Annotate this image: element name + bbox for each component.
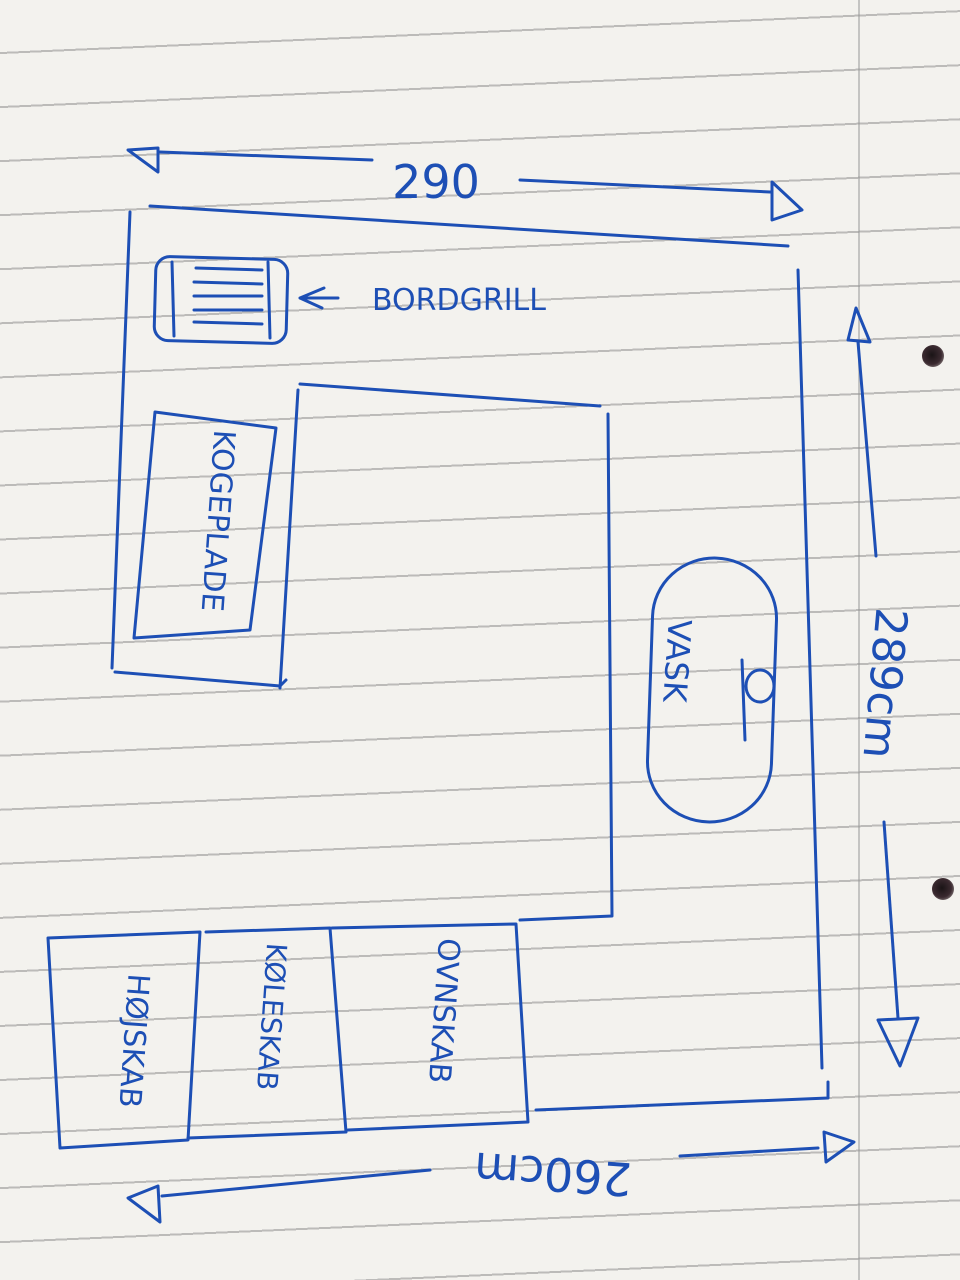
bottom-dimension-line-left	[160, 1168, 432, 1198]
koleskab-label: KØLESKAB	[250, 942, 293, 1092]
vask-label: VASK	[655, 618, 699, 704]
bordgrill-outline	[152, 255, 290, 345]
binder-hole-bottom	[932, 878, 954, 900]
hojskab-outline	[46, 930, 202, 1150]
bottom-left-arrowhead	[126, 1184, 162, 1224]
ovnskab-outline	[330, 922, 530, 1132]
right-dimension-line-top	[856, 340, 878, 558]
left-counter: KOGEPLADE	[113, 388, 300, 690]
left-counter-edge-bottom	[113, 670, 288, 688]
right-dimension-line-bottom	[882, 820, 900, 1020]
top-dimension-line-left	[158, 150, 374, 162]
counter-right-edge	[518, 412, 614, 922]
vask-detail	[740, 658, 747, 742]
right-dimension-label: 289cm	[852, 606, 916, 761]
bordgrill: BORDGRILL	[152, 255, 546, 345]
top-dimension: 290	[126, 146, 804, 222]
bottom-wall-corner	[534, 1080, 830, 1112]
top-dimension-label: 290	[392, 155, 480, 209]
hojskab-label: HØJSKAB	[111, 972, 155, 1108]
vask: VASK	[645, 556, 779, 824]
left-counter-edge-inner	[278, 388, 300, 690]
top-right-arrowhead	[770, 180, 804, 222]
koleskab-outline	[186, 926, 348, 1140]
right-bottom-arrowhead	[876, 1016, 920, 1068]
right-wall	[796, 268, 824, 1070]
kogeplade-outline	[132, 410, 278, 640]
bordgrill-grates	[170, 260, 272, 340]
bordgrill-label: BORDGRILL	[372, 283, 546, 318]
right-dimension: 289cm	[846, 306, 920, 1068]
right-top-arrowhead	[846, 306, 872, 344]
center-counter	[298, 382, 614, 922]
top-dimension-line-right	[518, 178, 772, 194]
bottom-dimension: 260cm	[126, 1130, 856, 1224]
bordgrill-pointer-arrow	[298, 286, 340, 310]
page-margin-line	[858, 0, 860, 1280]
binder-hole-top	[922, 345, 944, 367]
counter-top-edge	[298, 382, 602, 408]
cabinet-row: HØJSKAB KØLESKAB OVNSKAB	[46, 922, 530, 1150]
ovnskab-label: OVNSKAB	[421, 937, 466, 1084]
bottom-dimension-line-right	[678, 1146, 820, 1158]
bottom-right-arrowhead	[822, 1130, 856, 1164]
kogeplade-label: KOGEPLADE	[194, 429, 242, 613]
top-left-arrowhead	[126, 146, 160, 174]
vask-drain	[744, 668, 776, 704]
left-wall	[110, 210, 132, 670]
room-walls	[110, 204, 830, 1112]
top-wall	[148, 204, 790, 248]
bottom-dimension-label: 260cm	[472, 1142, 633, 1207]
